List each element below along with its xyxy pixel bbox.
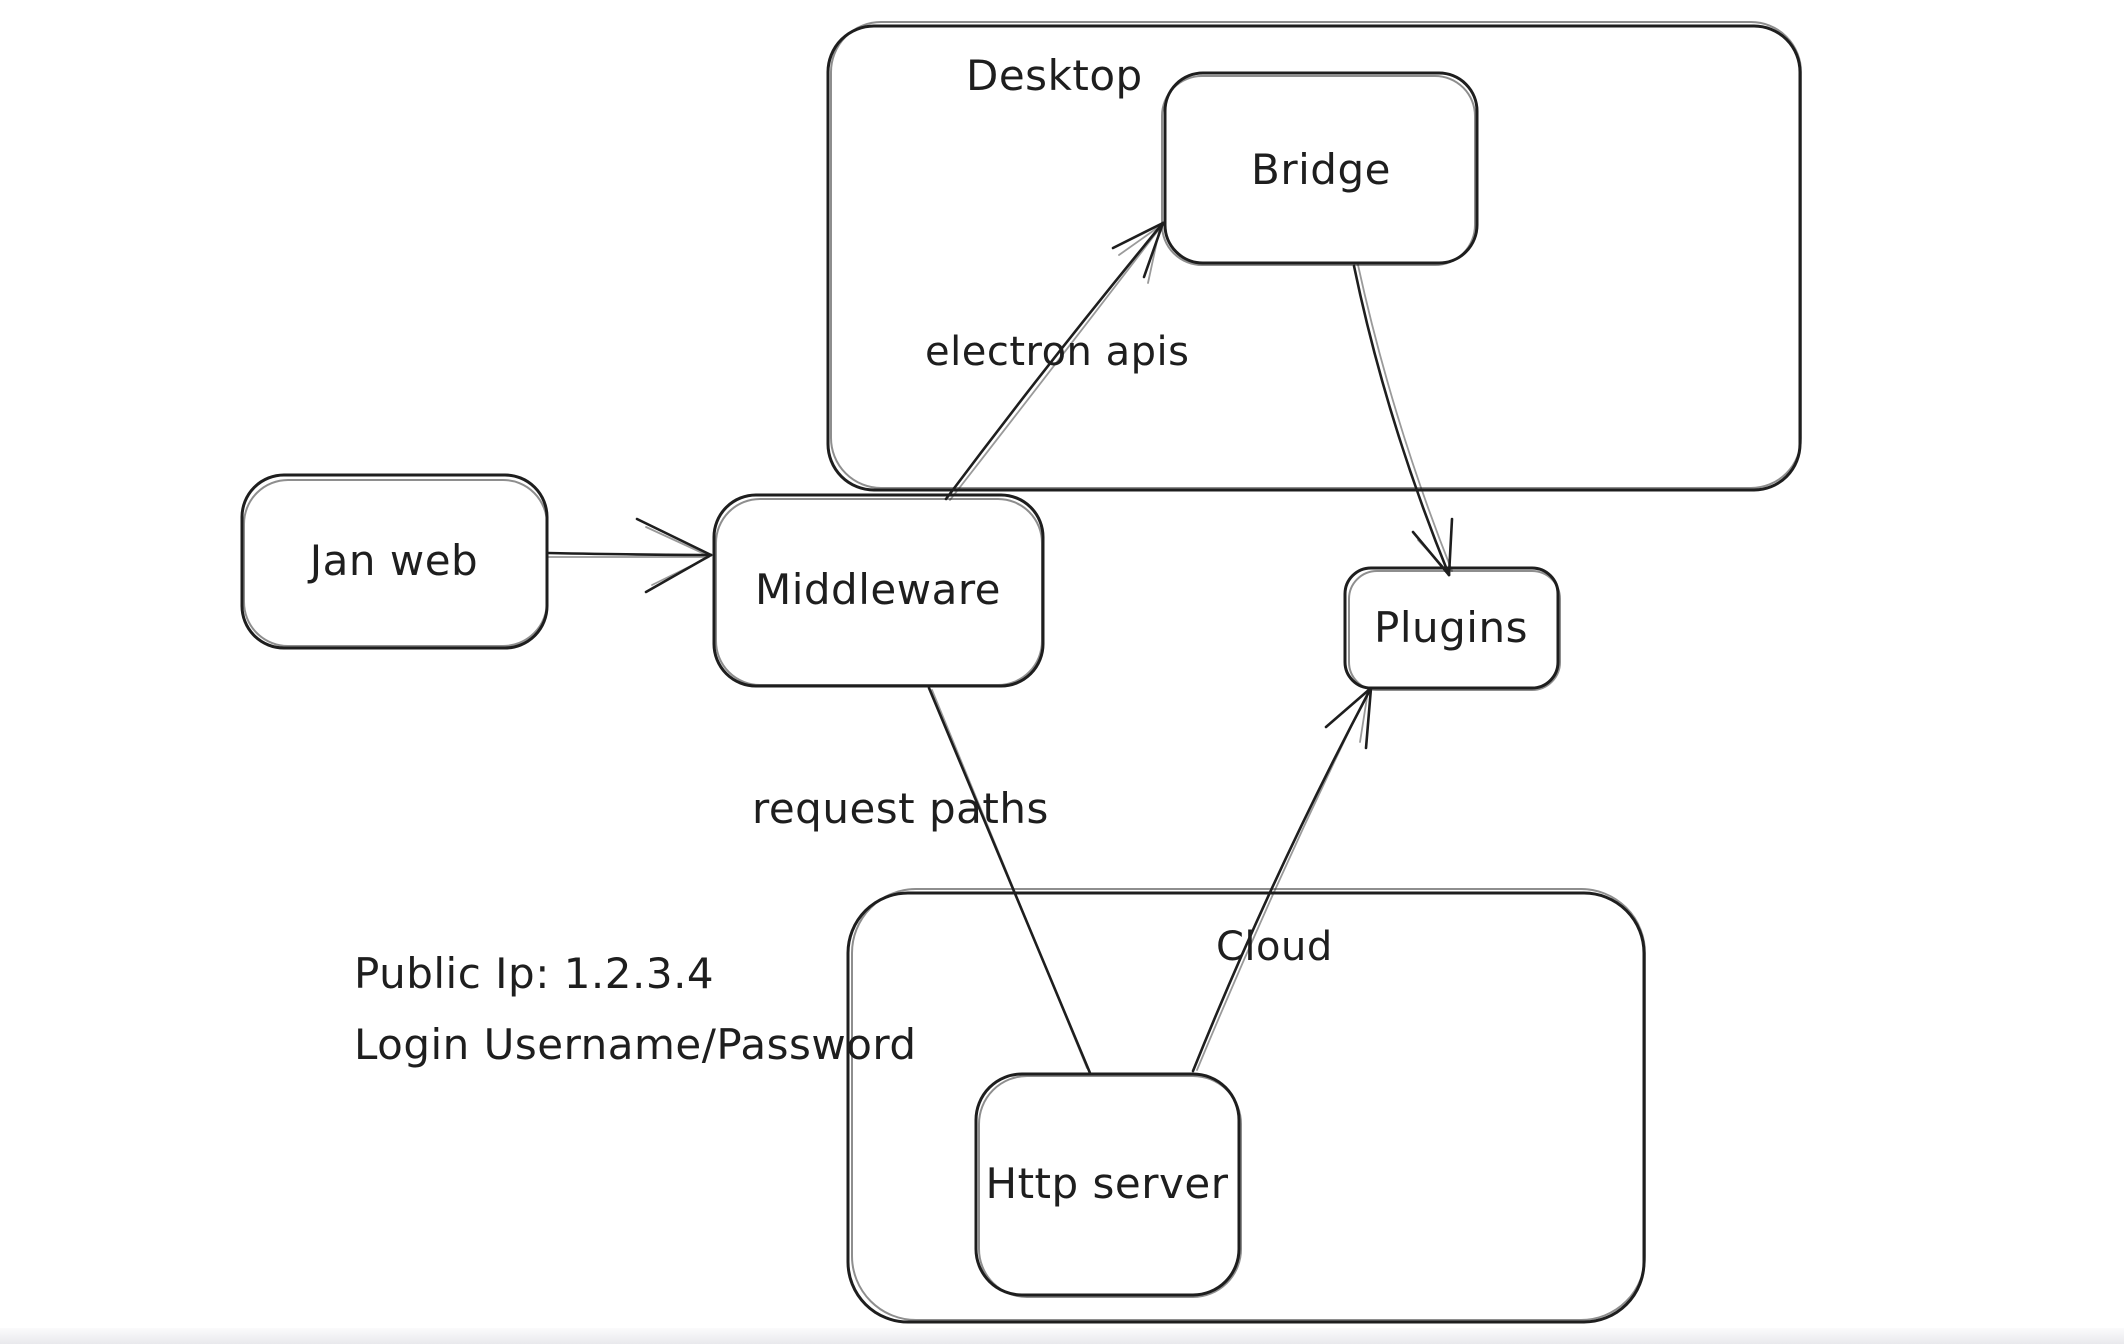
middleware-label[interactable]: Middleware [754,564,1002,614]
edge-httpserver-to-plugins[interactable] [1191,686,1373,1073]
plugins-box-shape[interactable] [1343,566,1561,691]
edge-janweb-to-middleware[interactable] [546,517,713,594]
cloud-label[interactable]: Cloud [1216,924,1333,970]
http-server-label[interactable]: Http server [985,1158,1229,1208]
middleware-box-shape[interactable] [712,493,1045,688]
desktop-container-shape[interactable] [826,21,1802,492]
jan-web-label[interactable]: Jan web [309,535,479,585]
bridge-box-shape[interactable] [1161,71,1479,266]
edge-middleware-to-httpserver[interactable] [927,686,1092,1075]
desktop-label[interactable]: Desktop [966,51,1143,100]
login-annotation[interactable]: Login Username/Password [354,1020,917,1069]
edge-middleware-to-bridge[interactable] [944,221,1165,501]
request-paths-edge-label[interactable]: request paths [752,784,1049,833]
http-server-box-shape[interactable] [974,1072,1242,1298]
public-ip-annotation[interactable]: Public Ip: 1.2.3.4 [354,949,715,998]
cloud-container-shape[interactable] [846,888,1646,1324]
bridge-label[interactable]: Bridge [1251,144,1391,194]
canvas-bottom-edge [0,1328,2124,1344]
electron-apis-edge-label[interactable]: electron apis [925,329,1190,375]
edge-bridge-to-plugins[interactable] [1352,264,1454,577]
plugins-label[interactable]: Plugins [1374,602,1528,652]
jan-web-box-shape[interactable] [240,473,549,650]
